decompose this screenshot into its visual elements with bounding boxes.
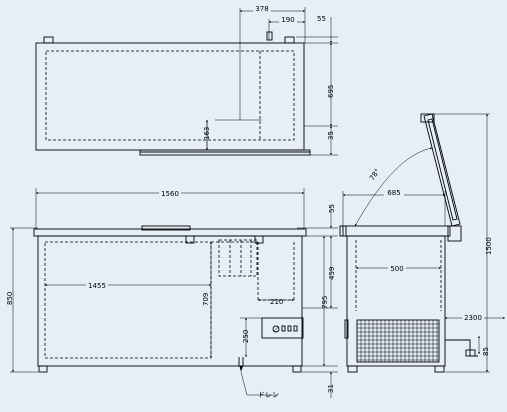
- dim-label-55-top: 55: [317, 15, 326, 23]
- cabinet-body: [37, 235, 303, 367]
- dim-label-1455: 1455: [88, 282, 106, 290]
- dim-label-78deg: 78°: [368, 167, 382, 182]
- dim-label-1560: 1560: [161, 190, 179, 198]
- lid-outline: [35, 42, 305, 151]
- top-view: [35, 7, 338, 156]
- foot: [347, 365, 358, 373]
- hinge-left: [43, 36, 54, 44]
- foot: [292, 365, 302, 373]
- panel-button: [293, 325, 298, 332]
- side-view: [339, 113, 505, 373]
- dim-label-795: 795: [321, 296, 329, 309]
- hinge-bracket: [447, 225, 462, 242]
- side-body: [346, 235, 446, 367]
- control-panel: [261, 317, 304, 339]
- inner-compartment: [44, 241, 212, 359]
- hinge-right: [284, 36, 295, 44]
- drain-label: ドレン: [258, 391, 279, 399]
- foot: [38, 365, 48, 373]
- dim-label-850: 850: [6, 292, 14, 305]
- dim-label-35: 35: [327, 131, 335, 140]
- dim-label-210: 210: [270, 298, 283, 306]
- drain-outlet: [238, 357, 244, 367]
- panel-button: [287, 325, 292, 332]
- dim-label-695: 695: [327, 85, 335, 98]
- dim-label-2300: 2300: [464, 314, 482, 322]
- dim-label-31: 31: [327, 384, 335, 393]
- open-lid: [420, 113, 461, 227]
- lid-handle: [141, 225, 191, 231]
- dim-label-55-front: 55: [328, 204, 336, 213]
- dim-label-163: 163: [203, 127, 211, 140]
- side-lid-frame: [342, 225, 451, 237]
- dim-label-459: 459: [328, 267, 336, 280]
- panel-button: [281, 325, 286, 332]
- dim-label-378: 378: [255, 5, 268, 13]
- dimension-labels: 378 190 55 695 35 163 1560 55 850 1455 7…: [6, 4, 493, 399]
- dim-label-709: 709: [202, 293, 210, 306]
- front-handle: [139, 149, 311, 156]
- dim-label-190: 190: [281, 16, 294, 24]
- dim-label-85: 85: [482, 347, 490, 356]
- front-view: [10, 188, 338, 398]
- dim-label-500: 500: [390, 265, 403, 273]
- dim-label-685: 685: [387, 189, 400, 197]
- dial-icon: [272, 325, 280, 333]
- dim-label-1500: 1500: [485, 237, 493, 255]
- foot: [434, 365, 445, 373]
- inner-dashed-outline: [45, 50, 295, 141]
- ventilation-grille: [356, 319, 440, 363]
- dim-label-250: 250: [242, 330, 250, 343]
- basket: [218, 239, 258, 277]
- grille-mesh: [357, 320, 439, 362]
